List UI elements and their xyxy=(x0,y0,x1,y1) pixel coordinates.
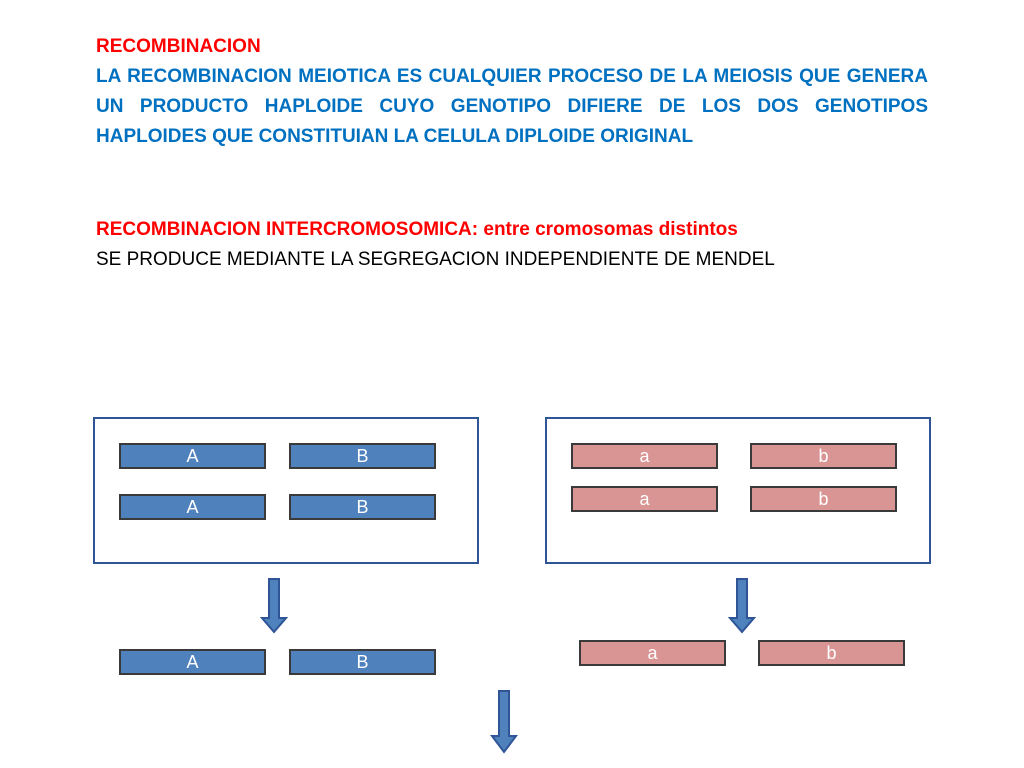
gamete-gene-a: a xyxy=(579,640,726,666)
page-title: RECOMBINACION xyxy=(96,36,261,57)
gene-a-right-1: a xyxy=(571,443,718,469)
gamete-gene-b: b xyxy=(758,640,905,666)
down-arrow-bottom-icon xyxy=(490,690,518,754)
title-block: RECOMBINACION LA RECOMBINACION MEIOTICA … xyxy=(96,32,928,152)
subheading-block: RECOMBINACION INTERCROMOSOMICA: entre cr… xyxy=(96,215,928,275)
gene-b-right-2: b xyxy=(750,486,897,512)
gene-B-left-1: B xyxy=(289,443,436,469)
subtext: SE PRODUCE MEDIANTE LA SEGREGACION INDEP… xyxy=(96,249,775,270)
gene-A-left-1: A xyxy=(119,443,266,469)
gene-A-left-2: A xyxy=(119,494,266,520)
gene-a-right-2: a xyxy=(571,486,718,512)
gamete-gene-A: A xyxy=(119,649,266,675)
gene-B-left-2: B xyxy=(289,494,436,520)
gene-b-right-1: b xyxy=(750,443,897,469)
left-cell-box xyxy=(93,417,479,564)
down-arrow-right-icon xyxy=(728,578,756,634)
subheading: RECOMBINACION INTERCROMOSOMICA: entre cr… xyxy=(96,219,738,240)
gamete-gene-B: B xyxy=(289,649,436,675)
down-arrow-left-icon xyxy=(260,578,288,634)
definition-text: LA RECOMBINACION MEIOTICA ES CUALQUIER P… xyxy=(96,66,928,147)
